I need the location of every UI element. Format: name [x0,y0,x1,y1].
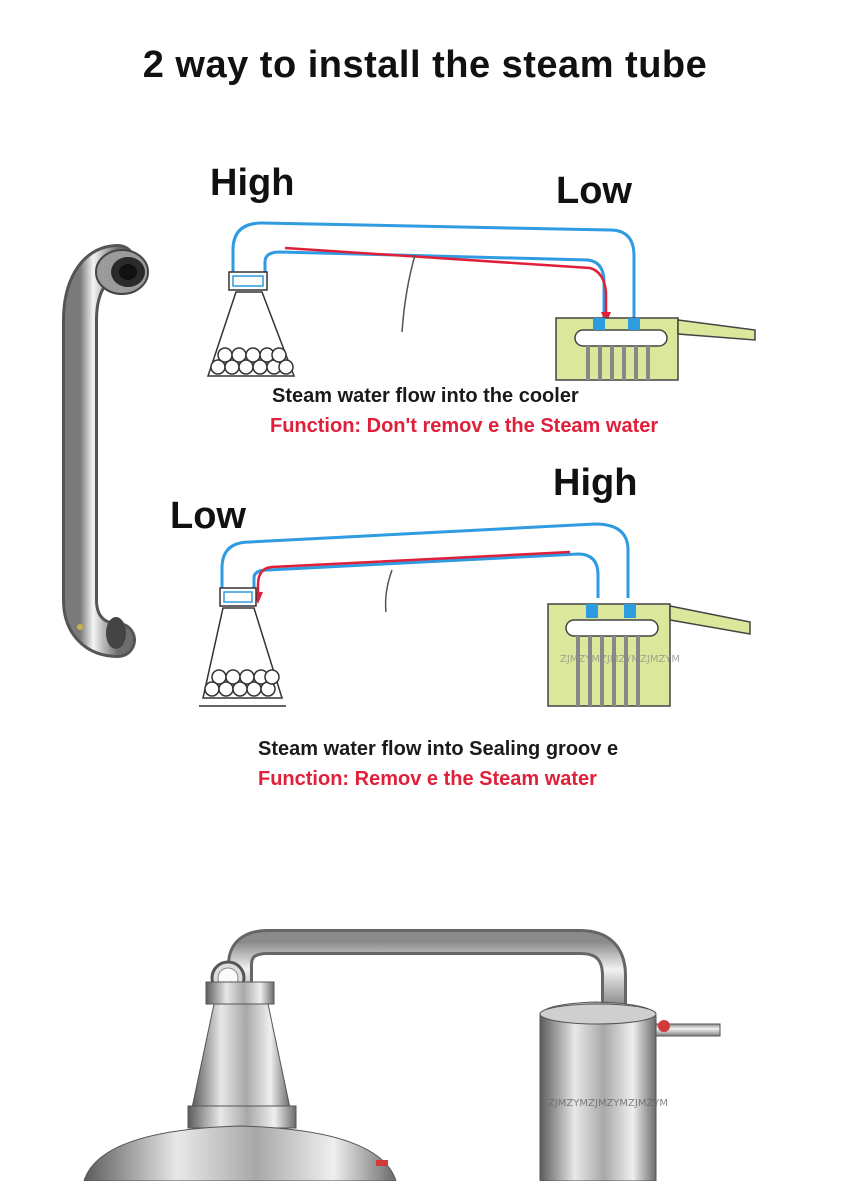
diagram-1-high-label: High [210,162,295,204]
steam-tube-photo [62,244,149,658]
page-title: 2 way to install the steam tube [142,44,708,86]
diagram-1-low-label: Low [556,170,632,212]
watermark-text: ZJMZYMZJMZYMZJMZYM [560,654,680,665]
distiller-photo [83,929,721,1181]
diagram-1-cooler [555,317,756,381]
diagram-2-low-label: Low [170,495,246,537]
diagram-1-pipe [231,221,636,333]
diagram-2-pipe [220,522,630,613]
watermark-text-bottom: ZJMZYMZJMZYMZJMZYM [548,1098,668,1109]
diagram-2-caption: Steam water flow into Sealing groov e [258,738,619,760]
diagram-2-boiler [199,587,286,707]
diagram-1-function: Function: Don't remov e the Steam water [270,415,659,437]
diagram-2-cooler [547,603,751,707]
diagram-2-high-label: High [553,462,638,504]
diagram-1-caption: Steam water flow into the cooler [272,385,579,407]
diagram-2-function: Function: Remov e the Steam water [258,768,597,790]
diagram-1-boiler [206,271,296,377]
